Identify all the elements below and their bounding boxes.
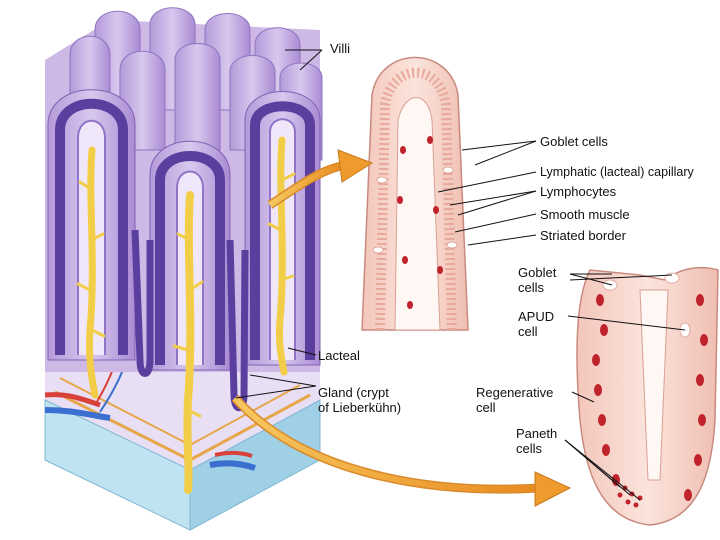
villi-group bbox=[45, 7, 323, 494]
label-villi: Villi bbox=[330, 41, 350, 56]
label-goblet-cells-bottom: Goblet cells bbox=[518, 265, 557, 295]
label-gland-crypt: Gland (crypt of Lieberkühn) bbox=[318, 385, 402, 415]
connector-arrows bbox=[231, 149, 572, 507]
label-apud-cell: APUD cell bbox=[518, 309, 555, 339]
crypt-section-illustration bbox=[576, 267, 719, 526]
label-striated-border: Striated border bbox=[540, 228, 626, 243]
label-goblet-cells-top: Goblet cells bbox=[540, 134, 608, 149]
label-lymphatic-capillary: Lymphatic (lacteal) capillary bbox=[540, 165, 694, 179]
label-lacteal: Lacteal bbox=[318, 348, 360, 363]
label-smooth-muscle: Smooth muscle bbox=[540, 207, 630, 222]
lacteals bbox=[76, 136, 296, 494]
villus-section-illustration bbox=[361, 56, 469, 331]
label-regenerative-cell: Regenerative cell bbox=[476, 385, 554, 415]
label-lymphocytes: Lymphocytes bbox=[540, 184, 617, 199]
label-paneth-cells: Paneth cells bbox=[516, 426, 558, 456]
leader-lines bbox=[235, 49, 686, 501]
base-layers bbox=[44, 372, 321, 531]
